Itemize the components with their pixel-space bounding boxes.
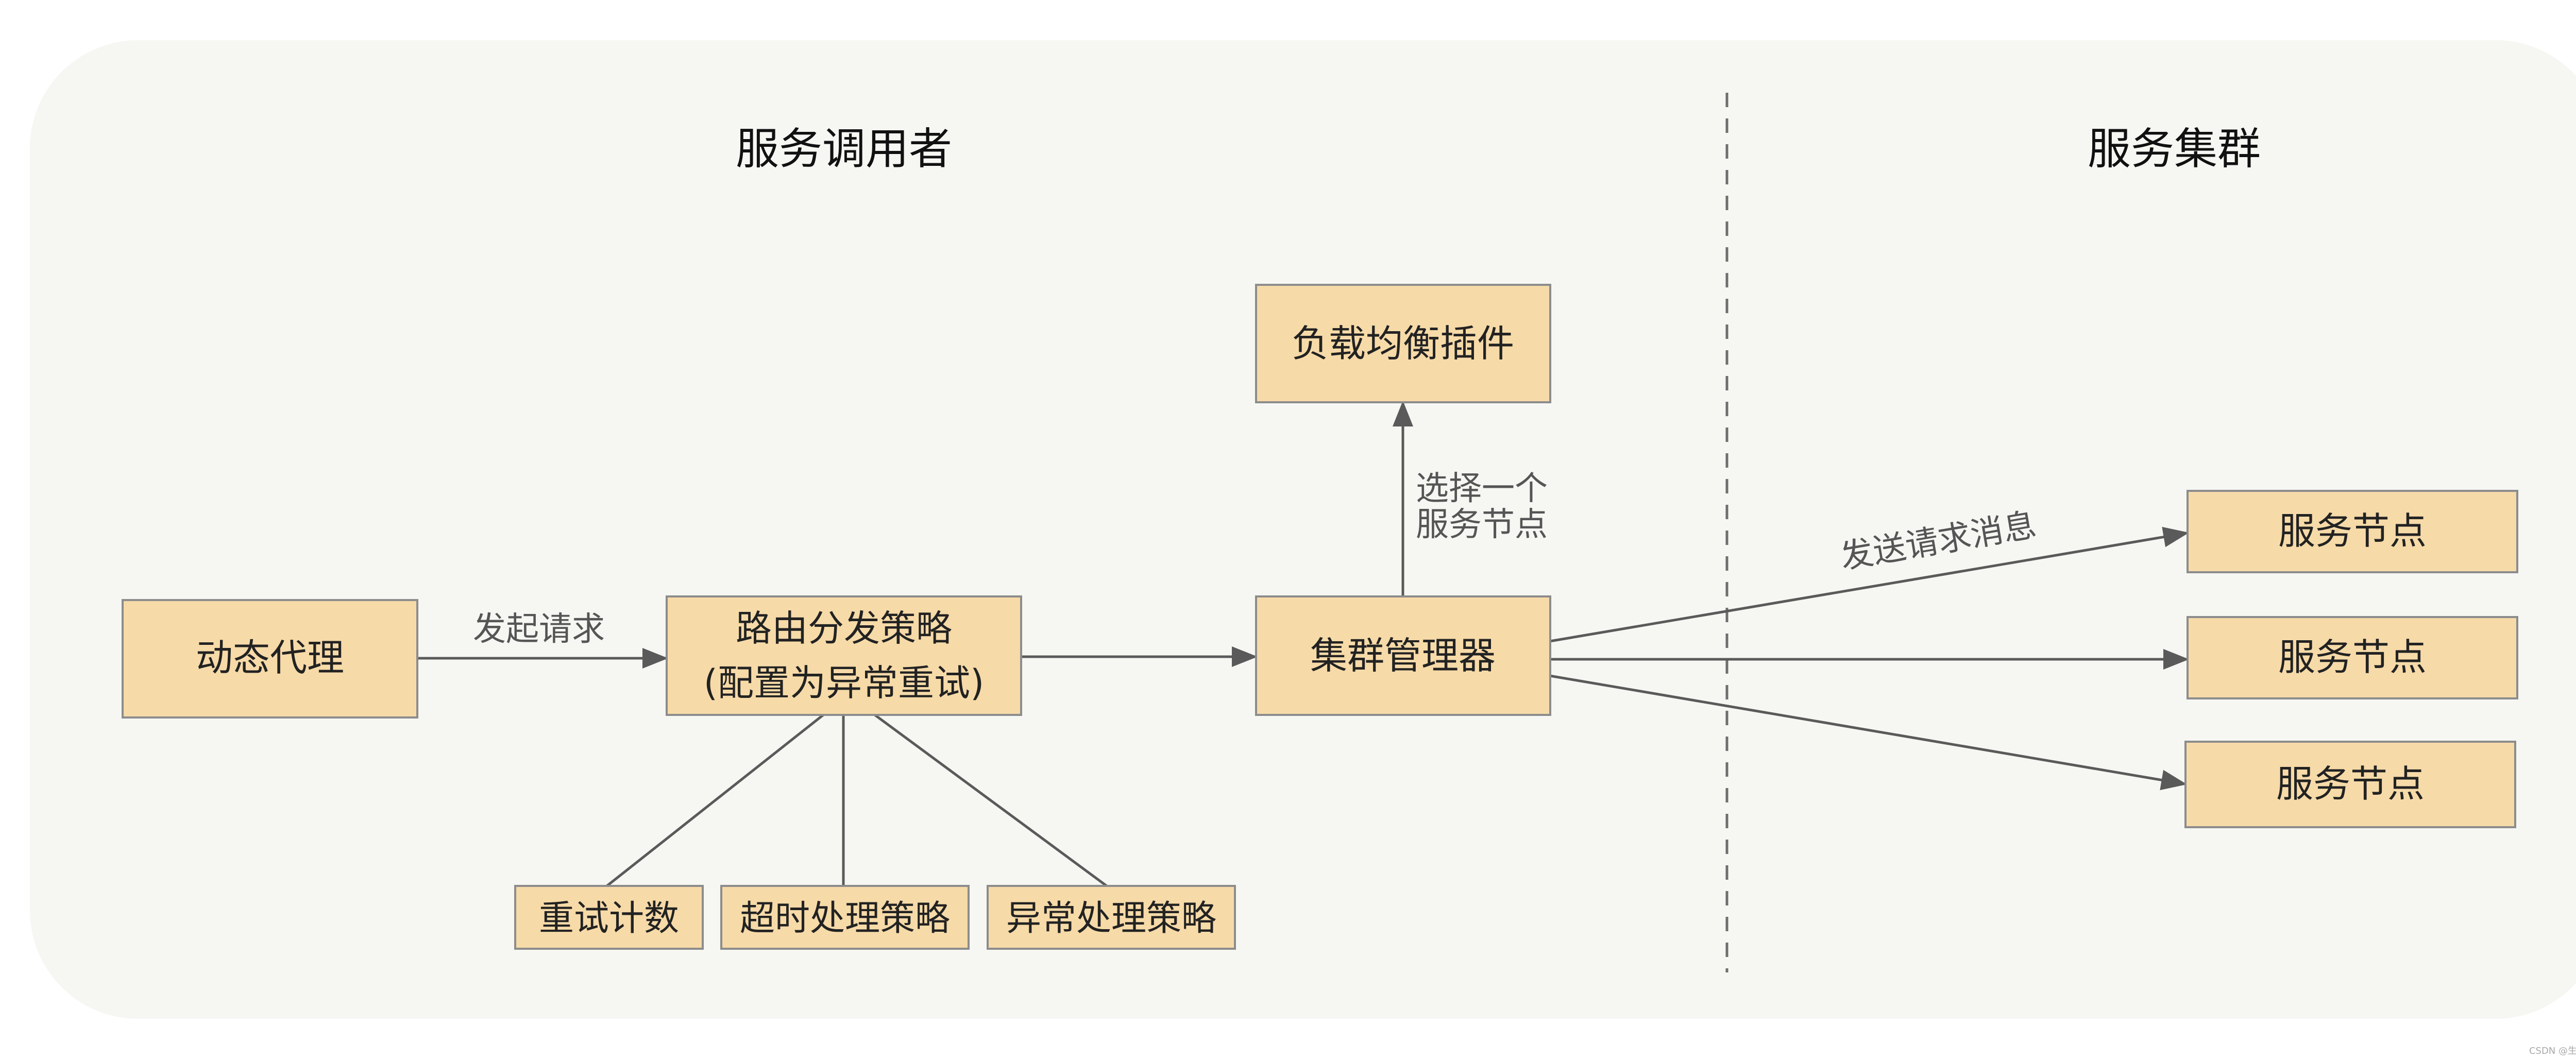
exception-strategy-label: 异常处理策略 <box>1006 898 1216 939</box>
service-node-label-1: 服务节点 <box>2278 509 2427 553</box>
caller-section-title: 服务调用者 <box>736 124 952 174</box>
cluster-manager-label: 集群管理器 <box>1310 634 1496 677</box>
load-balancer-box: 负载均衡插件 <box>1255 284 1551 403</box>
watermark: CSDN @生而知之者为妖 <box>2529 1046 2576 1056</box>
cluster-section-title: 服务集群 <box>2088 124 2261 174</box>
service-node-label-3: 服务节点 <box>2276 762 2425 806</box>
routing-strategy-label-line2: (配置为异常重试) <box>704 662 985 704</box>
routing-strategy-box: 路由分发策略 (配置为异常重试) <box>666 595 1022 716</box>
select-node-label-line1: 选择一个 <box>1416 470 1548 508</box>
line-routing-to-exception <box>874 713 1108 887</box>
load-balancer-label: 负载均衡插件 <box>1292 322 1514 365</box>
timeout-strategy-label: 超时处理策略 <box>740 898 950 939</box>
timeout-strategy-box: 超时处理策略 <box>720 885 970 950</box>
retry-count-box: 重试计数 <box>514 885 704 950</box>
dynamic-proxy-label: 动态代理 <box>196 636 344 679</box>
cluster-manager-box: 集群管理器 <box>1255 595 1551 716</box>
dynamic-proxy-box: 动态代理 <box>122 599 418 719</box>
connectors <box>417 401 2189 887</box>
exception-strategy-box: 异常处理策略 <box>987 885 1236 950</box>
select-node-label-line2: 服务节点 <box>1416 506 1548 544</box>
arrow-manager-to-node-3 <box>1525 661 2187 791</box>
line-routing-to-retry <box>606 714 824 887</box>
arrow-manager-to-node-1 <box>1525 526 2189 656</box>
routing-strategy-label-line1: 路由分发策略 <box>736 607 952 649</box>
service-node-box-1: 服务节点 <box>2187 490 2518 573</box>
service-node-box-3: 服务节点 <box>2184 741 2516 828</box>
send-request-label: 发起请求 <box>473 610 605 648</box>
service-node-box-2: 服务节点 <box>2187 616 2518 699</box>
service-node-label-2: 服务节点 <box>2278 636 2427 679</box>
retry-count-label: 重试计数 <box>539 898 679 939</box>
